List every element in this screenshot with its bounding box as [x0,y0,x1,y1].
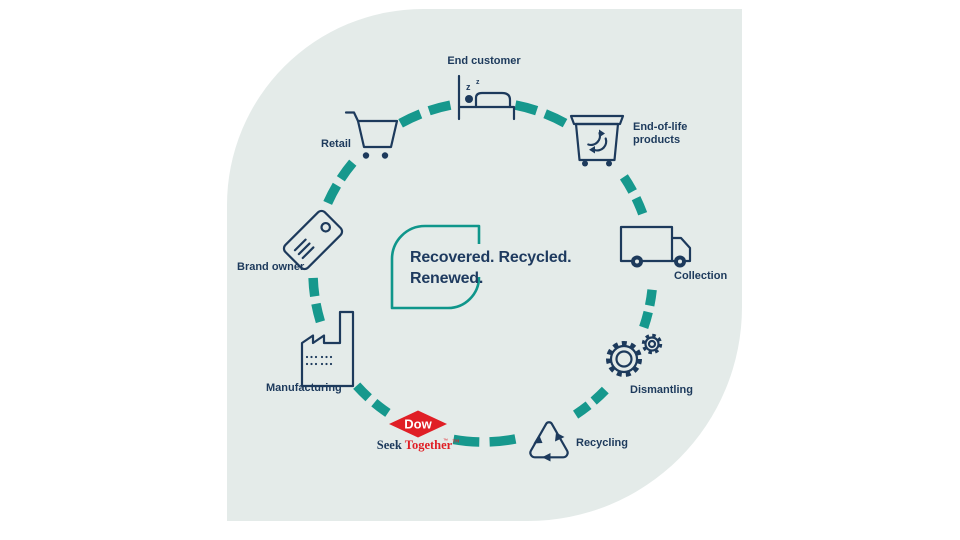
ring-arc-tag-to-cart [323,159,357,205]
cart-basket [356,119,399,149]
background-leaf-shape [227,9,742,521]
truck-icon [619,225,692,268]
shopping-cart-icon [344,111,399,159]
triangle-outline [529,421,569,459]
bed-icon: z z [457,74,516,121]
label-retail: Retail [321,138,351,150]
bin-wheel-left [582,160,588,167]
gear-small-teeth [641,333,663,355]
label-collection: Collection [674,270,728,282]
price-tag-icon [282,209,344,271]
gear-large-hole [615,350,633,368]
center-leaf-outline [390,224,481,310]
ring-arc-bin-to-truck [619,174,648,216]
factory-outline [300,310,355,388]
cart-wheel-left [362,152,370,159]
gear-small-body [644,336,660,352]
ring-arc-recycle-to-dow [452,434,517,447]
truck-wheel-rear-hub [635,259,639,264]
recycle-bin-icon [569,114,625,167]
tag-hole [320,221,332,233]
truck-cargo-box [619,225,674,263]
truck-wheel-front-hub [678,259,682,264]
cart-handle [344,111,360,123]
center-heading: Recovered. Recycled. Renewed. [410,247,572,289]
dow-logo: Dow ™ [389,410,448,444]
sleeper-head [465,95,473,103]
label-end-customer: End customer [447,55,521,67]
dow-wordmark: Dow [404,417,432,432]
cycle-dashed-ring [308,100,657,447]
bed-frame [457,74,516,121]
label-end-of-life-products: End-of-life products [633,121,688,146]
ring-arc-gears-to-recycle [572,386,609,419]
cart-wheel-right [381,152,389,159]
gear-small-hole [647,339,657,349]
factory-windows [305,355,333,366]
bin-body [574,122,620,162]
label-dismantling: Dismantling [630,384,693,396]
dow-diamond-tm: ™ [443,438,448,444]
bin-lid [569,114,625,126]
dow-diamond [389,410,447,438]
factory-icon [300,310,355,388]
bin-recycle-arrow-1 [587,131,602,146]
tagline-tm: ™ [452,438,460,446]
tagline-seek: Seek [376,438,402,453]
bin-wheel-right [606,160,612,167]
bed-blanket [474,91,512,109]
tag-stripes [293,238,315,260]
gear-large-body [609,344,639,374]
ring-arc-cart-to-bed [398,100,452,128]
gears-icon [606,333,663,377]
tagline-together: Together [404,438,453,453]
ring-arc-bed-to-bin [514,100,568,128]
bin-arrowhead-2 [589,146,595,154]
tag-outline [282,209,344,271]
triangle-arrowhead-right [555,432,565,442]
ring-arc-truck-to-gears [639,289,657,329]
gear-large-teeth [606,341,642,377]
heading-line1: Recovered. Recycled. [410,249,572,266]
label-recycling: Recycling [576,437,628,449]
ring-arc-dow-to-factory [353,382,391,417]
label-brand-owner: Brand owner [237,261,305,273]
sleep-z-big: z [466,82,471,92]
sleep-z-small: z [476,79,480,86]
recycle-triangle-icon [529,421,569,462]
bin-recycle-arrow-2 [593,137,608,152]
bin-arrowhead-1 [599,129,605,138]
triangle-arrowhead-bottom [542,453,551,462]
heading-line2: Renewed. [410,270,484,287]
triangle-arrowhead-left [533,434,543,444]
ring-arc-factory-to-tag [308,277,325,324]
label-manufacturing: Manufacturing [266,382,342,394]
